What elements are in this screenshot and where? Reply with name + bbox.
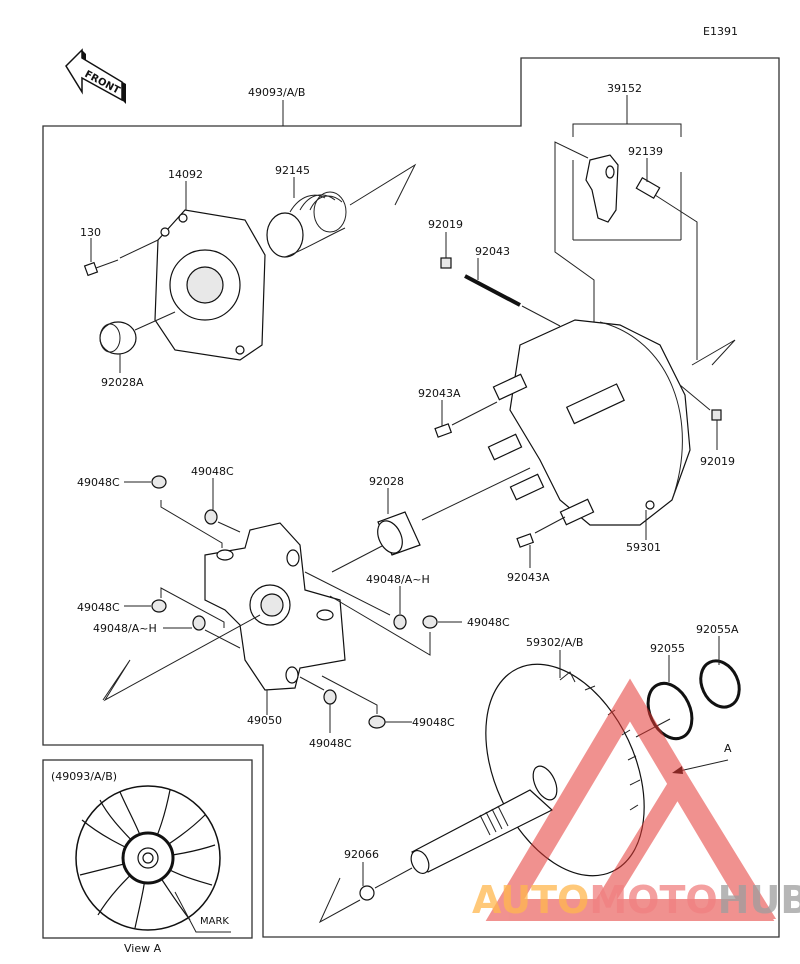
pin-92043A-bottom [516, 533, 535, 548]
label-49048C-1: 49048C [77, 476, 120, 489]
label-49048C-5: 49048C [309, 737, 352, 750]
nut-92019-top [440, 257, 452, 269]
pin-92043 [464, 274, 521, 307]
label-92028A: 92028A [101, 376, 144, 389]
cap-49048C-5 [323, 689, 337, 705]
mark-label: MARK [200, 916, 229, 927]
cap-92066 [359, 885, 375, 901]
label-59301: 59301 [626, 541, 661, 554]
label-49048C-6: 49048C [412, 716, 455, 729]
spider-49050 [204, 522, 346, 691]
watermark-hub: HUB [718, 878, 800, 922]
label-92145: 92145 [275, 164, 310, 177]
watermark-text: AUTOMOTOHUB [472, 878, 800, 922]
cap-49048AH-left [192, 615, 206, 631]
watermark-moto: MOTO [589, 878, 717, 922]
label-92028: 92028 [369, 475, 404, 488]
label-49048C-3: 49048C [77, 601, 120, 614]
fixed-sheave-59301 [487, 319, 691, 526]
label-92055: 92055 [650, 642, 685, 655]
label-92019-top: 92019 [428, 218, 463, 231]
view-a-caption: View A [124, 942, 162, 955]
watermark-logo [485, 678, 777, 921]
label-59302: 59302/A/B [526, 636, 583, 649]
label-49048C-4: 49048C [467, 616, 510, 629]
label-39152: 39152 [607, 82, 642, 95]
cap-49048C-2 [204, 509, 218, 525]
label-49050: 49050 [247, 714, 282, 727]
label-49093: 49093/A/B [248, 86, 305, 99]
bushing-92028A [99, 321, 137, 355]
label-92066: 92066 [344, 848, 379, 861]
label-92043A-bottom: 92043A [507, 571, 550, 584]
cap-49048C-1 [151, 475, 167, 489]
label-49048AH-right: 49048/A~H [366, 573, 430, 586]
view-a-frame [42, 759, 253, 939]
roller-92139 [635, 176, 661, 200]
view-a-title: (49093/A/B) [51, 770, 117, 783]
cap-49048C-4 [422, 615, 438, 629]
label-130: 130 [80, 226, 101, 239]
label-92139: 92139 [628, 145, 663, 158]
front-arrow-icon: FRONT [65, 48, 126, 104]
o-ring-92055A [699, 659, 741, 709]
view-a-sheave [75, 785, 221, 931]
watermark-auto: AUTO [472, 878, 589, 922]
diagram-code: E1391 [703, 25, 738, 38]
label-92055A: 92055A [696, 623, 739, 636]
label-92043: 92043 [475, 245, 510, 258]
cap-49048AH-right [393, 614, 407, 630]
cover-14092 [154, 209, 266, 361]
bracket-39152 [572, 123, 682, 137]
label-A: A [724, 742, 732, 755]
bushing-92028 [377, 511, 421, 556]
weight-arm-39152 [585, 154, 619, 223]
nut-92019-right [711, 409, 722, 421]
mark-leader [174, 891, 231, 933]
cap-49048C-6 [368, 715, 386, 729]
assembly-frame [42, 57, 780, 938]
label-92043A-top: 92043A [418, 387, 461, 400]
label-49048C-2: 49048C [191, 465, 234, 478]
bolt-130 [83, 259, 119, 277]
spring-92145 [266, 191, 347, 258]
label-92019-right: 92019 [700, 455, 735, 468]
label-49048AH-left: 49048/A~H [93, 622, 157, 635]
pin-92043A-top [434, 423, 453, 438]
cap-49048C-3 [151, 599, 167, 613]
movable-sheave-59302 [410, 663, 645, 877]
label-14092: 14092 [168, 168, 203, 181]
